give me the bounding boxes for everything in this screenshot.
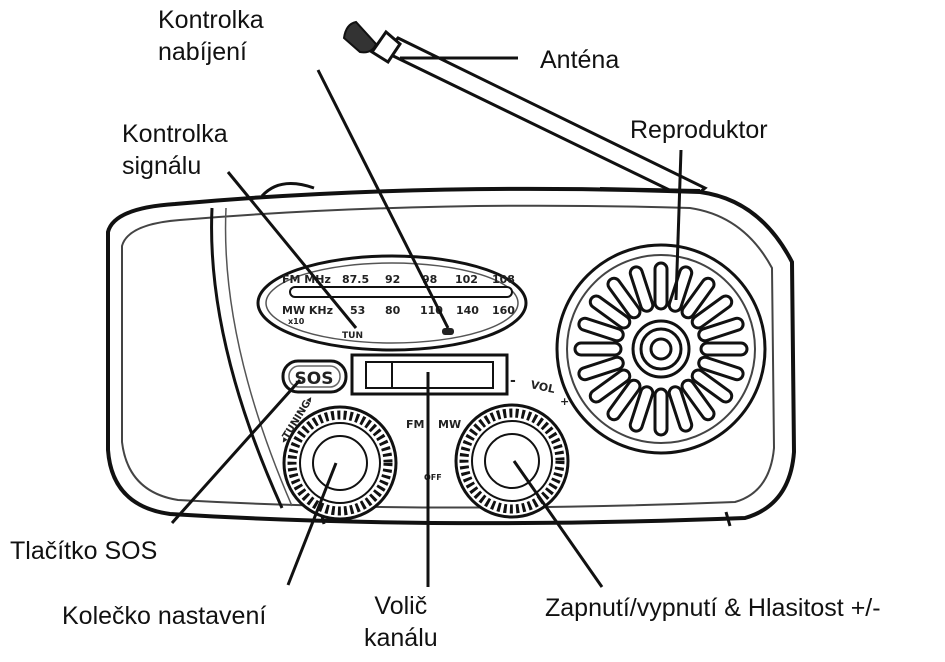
vol-plus: + [560,395,569,408]
mw-scale-3: 140 [456,304,479,317]
speaker-slot [653,261,669,311]
sos-line [170,378,302,525]
speaker-slot [588,368,632,404]
mw-switch-label: MW [438,418,461,431]
volume-knob[interactable] [454,403,570,519]
mw-scale-label: MW KHz [282,304,333,317]
speaker-slot [697,316,745,343]
speaker-slot [606,378,642,422]
label-charging-light: Kontrolka nabíjení [158,6,264,66]
speaker-slot [628,385,655,433]
speaker-slot [690,368,734,404]
tuning-dial-window: FM MHz 87.5 92 98 102 108 MW KHz x10 53 … [256,254,528,352]
speaker-slot [653,387,669,437]
label-antenna: Anténa [540,46,620,74]
speaker-slot [606,276,642,320]
fm-scale-0: 87.5 [342,273,369,286]
speaker-slot [667,385,694,433]
speaker-slot [680,276,716,320]
mw-multiplier: x10 [288,317,305,326]
off-switch-label: OFF [424,473,442,482]
speaker-slot [573,341,623,357]
speaker-slot [697,355,745,382]
charging-led [442,328,454,335]
antenna [342,20,708,202]
speaker-slot [667,265,694,313]
vol-minus: - [510,373,516,389]
speaker-slot [699,341,749,357]
vol-label: VOL [529,378,556,396]
label-power-volume: Zapnutí/vypnutí & Hlasitost +/- [545,594,881,622]
charging-light-line [316,69,450,329]
speaker-slot [588,294,632,330]
fm-scale-4: 108 [492,273,515,286]
signal-light-line [226,171,358,329]
speaker-slot [680,378,716,422]
sos-button[interactable]: SOS [281,359,348,394]
speaker-grille [555,243,767,455]
fm-scale-label: FM MHz [282,273,331,286]
mw-scale-1: 80 [385,304,401,317]
speaker-line [674,149,683,301]
label-tuning-wheel: Kolečko nastavení [62,602,267,630]
speaker-slot [628,265,655,313]
callout-lines [170,56,683,588]
mw-scale-4: 160 [492,304,515,317]
fm-switch-label: FM [406,418,424,431]
tuning-knob[interactable] [282,405,398,521]
fm-scale-3: 102 [455,273,478,286]
tun-label: TUN [342,331,363,341]
tuning-line [286,462,338,586]
fm-scale-1: 92 [385,273,400,286]
speaker-slot [577,316,625,343]
speaker-slot [577,355,625,382]
volume-line [512,460,604,588]
sos-button-text: SOS [295,369,334,389]
label-sos-button: Tlačítko SOS [10,537,158,565]
label-signal-light: Kontrolka signálu [122,120,228,180]
label-speaker: Reproduktor [630,116,768,144]
label-channel-selector: Volič kanálu [364,592,438,652]
mw-scale-0: 53 [350,304,365,317]
speaker-slot [690,294,734,330]
